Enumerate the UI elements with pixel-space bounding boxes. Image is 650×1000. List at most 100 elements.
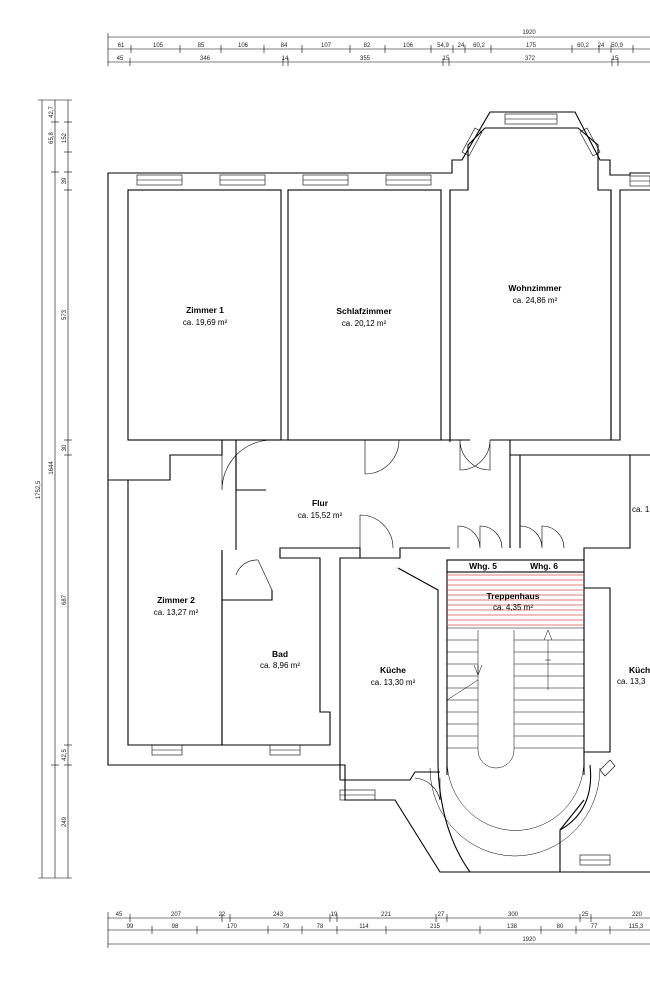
whg-labels-band [446, 559, 585, 573]
dim-top-10: 24 [458, 43, 465, 49]
dim-left-2: 65,8 [49, 132, 55, 144]
room-kueche-name: Küche [380, 665, 406, 675]
dim-top-8: 106 [403, 43, 414, 49]
dim-bottom-6: 221 [381, 912, 392, 918]
room-wohnzimmer-name: Wohnzimmer [508, 283, 562, 293]
dim-top-total: 1920 [522, 30, 536, 36]
dim-bottom2-4: 79 [283, 924, 290, 930]
door-zimmer1[interactable] [221, 439, 273, 491]
dim-top-11: 60,2 [473, 43, 485, 49]
dim-bottom2-10: 77 [591, 924, 598, 930]
room-wohnzimmer-area: ca. 24,86 m² [513, 296, 558, 305]
dim-top-15: 50,9 [611, 43, 623, 49]
dim-top-7: 82 [364, 43, 371, 49]
dim-top2-1: 45 [117, 56, 124, 62]
dim-top-12: 175 [526, 43, 537, 49]
dim-bottom-3: 22 [219, 912, 226, 918]
bottom-windows [151, 744, 616, 866]
dim-top-1: 61 [118, 43, 125, 49]
room-bad-name: Bad [272, 649, 288, 659]
dim-bottom2-5: 78 [317, 924, 324, 930]
dim-bottom-2: 207 [171, 912, 182, 918]
door-kueche-balcony[interactable] [414, 777, 441, 801]
zimmer1-outline [127, 189, 282, 441]
dim-top-4: 106 [238, 43, 249, 49]
dim-bottom-9: 25 [582, 912, 589, 918]
door-schlafzimmer[interactable] [364, 439, 400, 475]
dim-top-2: 105 [153, 43, 164, 49]
room-flur-area: ca. 15,52 m² [298, 511, 343, 520]
dim-bottom2-6: 114 [359, 924, 369, 930]
door-whg5[interactable] [457, 525, 503, 549]
dim-top-13: 60,2 [577, 43, 589, 49]
stair-landing-hatch [447, 574, 584, 626]
dim-left-1: 42,7 [49, 106, 55, 118]
room-schlafzimmer-name: Schlafzimmer [336, 306, 392, 316]
dim-bottom2-2: 98 [172, 924, 179, 930]
door-bad[interactable] [235, 559, 273, 591]
dim-bottom-5: 19 [331, 912, 338, 918]
dim-bottom2-3: 170 [227, 924, 238, 930]
room-kueche-area: ca. 13,30 m² [371, 678, 416, 687]
room-flur-name: Flur [312, 498, 329, 508]
dim-top2-3: 14 [282, 56, 289, 62]
room-zimmer1-name: Zimmer 1 [186, 305, 224, 315]
left-dimension-lines: 1752,5 1644 42,7 65,8 152 39 573 30 687 … [36, 99, 72, 879]
room-bad-area: ca. 8,96 m² [260, 661, 300, 670]
dim-bottom-8: 300 [508, 912, 519, 918]
dim-top2-4: 355 [360, 56, 371, 62]
room-schlafzimmer-area: ca. 20,12 m² [342, 319, 387, 328]
room-kueche-right-area: ca. 13,3 [617, 677, 646, 686]
doors [221, 439, 565, 801]
dim-left-9: 249 [62, 816, 68, 827]
wohnzimmer-outline [449, 190, 612, 441]
dim-left-6: 30 [62, 444, 68, 451]
dim-top-3: 85 [198, 43, 205, 49]
dim-left-8: 42,5 [62, 749, 68, 761]
room-right-partial-area: ca. 1 [632, 505, 650, 514]
dim-left-outer: 1752,5 [36, 480, 42, 499]
dim-bottom2-11: 115,3 [629, 924, 644, 930]
room-kueche-right-name: Küch [629, 665, 650, 675]
room-treppenhaus-name: Treppenhaus [487, 591, 540, 601]
dim-left-4: 39 [62, 177, 68, 184]
bottom-dimension-lines: 45 207 22 243 19 221 27 300 25 220 99 98… [107, 912, 650, 948]
door-whg6[interactable] [519, 525, 565, 549]
dim-left-7: 687 [62, 594, 68, 605]
room-zimmer1-area: ca. 19,69 m² [183, 318, 228, 327]
unit-whg6-label: Whg. 6 [530, 561, 558, 571]
dim-bottom-10: 220 [632, 912, 643, 918]
dim-left-5: 573 [62, 309, 68, 320]
room-zimmer2-name: Zimmer 2 [157, 595, 195, 605]
dim-top-6: 107 [321, 43, 332, 49]
dim-top2-5: 15 [443, 56, 450, 62]
top-dimension-lines: 1920 61 105 85 106 84 107 82 106 54,9 24… [107, 30, 650, 66]
dim-bottom2-9: 80 [557, 924, 564, 930]
room-labels: Zimmer 1 ca. 19,69 m² Schlafzimmer ca. 2… [154, 283, 650, 687]
room-zimmer2-area: ca. 13,27 m² [154, 608, 199, 617]
dim-top2-6: 372 [525, 56, 536, 62]
dim-bottom-1: 45 [116, 912, 123, 918]
dim-bottom-4: 243 [273, 912, 284, 918]
outer-walls [107, 111, 650, 873]
dim-bottom-total: 1920 [522, 937, 536, 943]
unit-whg5-label: Whg. 5 [469, 561, 497, 571]
interior-walls [108, 439, 650, 872]
dim-top2-7: 15 [612, 56, 619, 62]
dim-top-14: 24 [598, 43, 605, 49]
door-wohnzimmer[interactable] [459, 439, 491, 471]
dim-bottom2-8: 138 [507, 924, 518, 930]
staircase [429, 574, 601, 873]
door-kueche[interactable] [359, 514, 394, 549]
dim-left-3: 152 [62, 132, 68, 143]
dim-top-5: 84 [281, 43, 288, 49]
dim-bottom2-1: 99 [127, 924, 134, 930]
dim-bottom-7: 27 [438, 912, 445, 918]
dim-left-mid: 1644 [49, 461, 55, 475]
dim-top-9: 54,9 [437, 43, 449, 49]
room-treppenhaus-area: ca. 4,35 m² [493, 603, 533, 612]
dim-top2-2: 346 [200, 56, 211, 62]
dim-bottom2-7: 215 [430, 924, 441, 930]
stair-steps [429, 629, 601, 857]
